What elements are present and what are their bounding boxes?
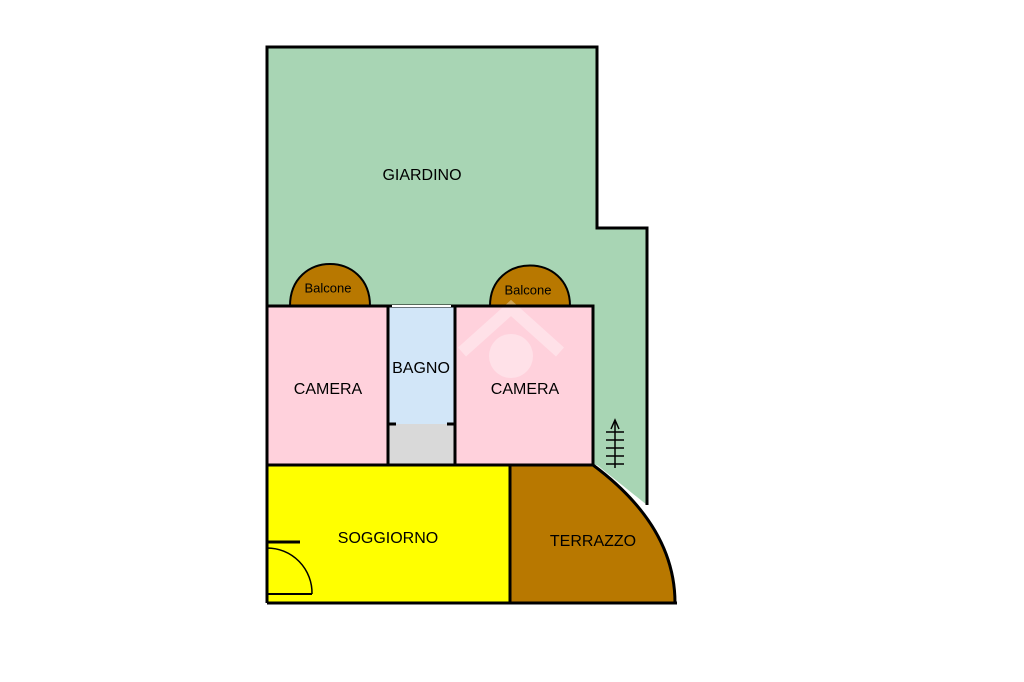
terrace-area [510,465,675,603]
label-terrazzo: TERRAZZO [550,533,636,550]
living-room-area [267,465,510,603]
bathroom-area [388,306,455,424]
label-giardino: GIARDINO [382,167,461,184]
bedroom-left-area [267,306,388,465]
terrace-outline [592,463,677,604]
label-camera-left: CAMERA [294,381,363,398]
label-bagno: BAGNO [392,360,450,377]
balcony-right-outline [489,264,571,307]
bedrooms-top-wall [267,304,595,465]
hall-area [388,424,455,465]
balcony-left [290,264,370,306]
bedroom-right-area [455,306,593,465]
door-swing-icon [266,540,313,595]
house-watermark-icon [457,299,565,378]
staircase-icon [606,418,624,468]
label-soggiorno: SOGGIORNO [338,530,438,547]
label-balcone-left: Balcone [305,280,352,295]
balcony-left-outline [289,263,371,307]
garden-outline [265,45,649,603]
balcony-right [490,265,570,306]
label-balcone-right: Balcone [505,282,552,297]
label-camera-right: CAMERA [491,381,560,398]
